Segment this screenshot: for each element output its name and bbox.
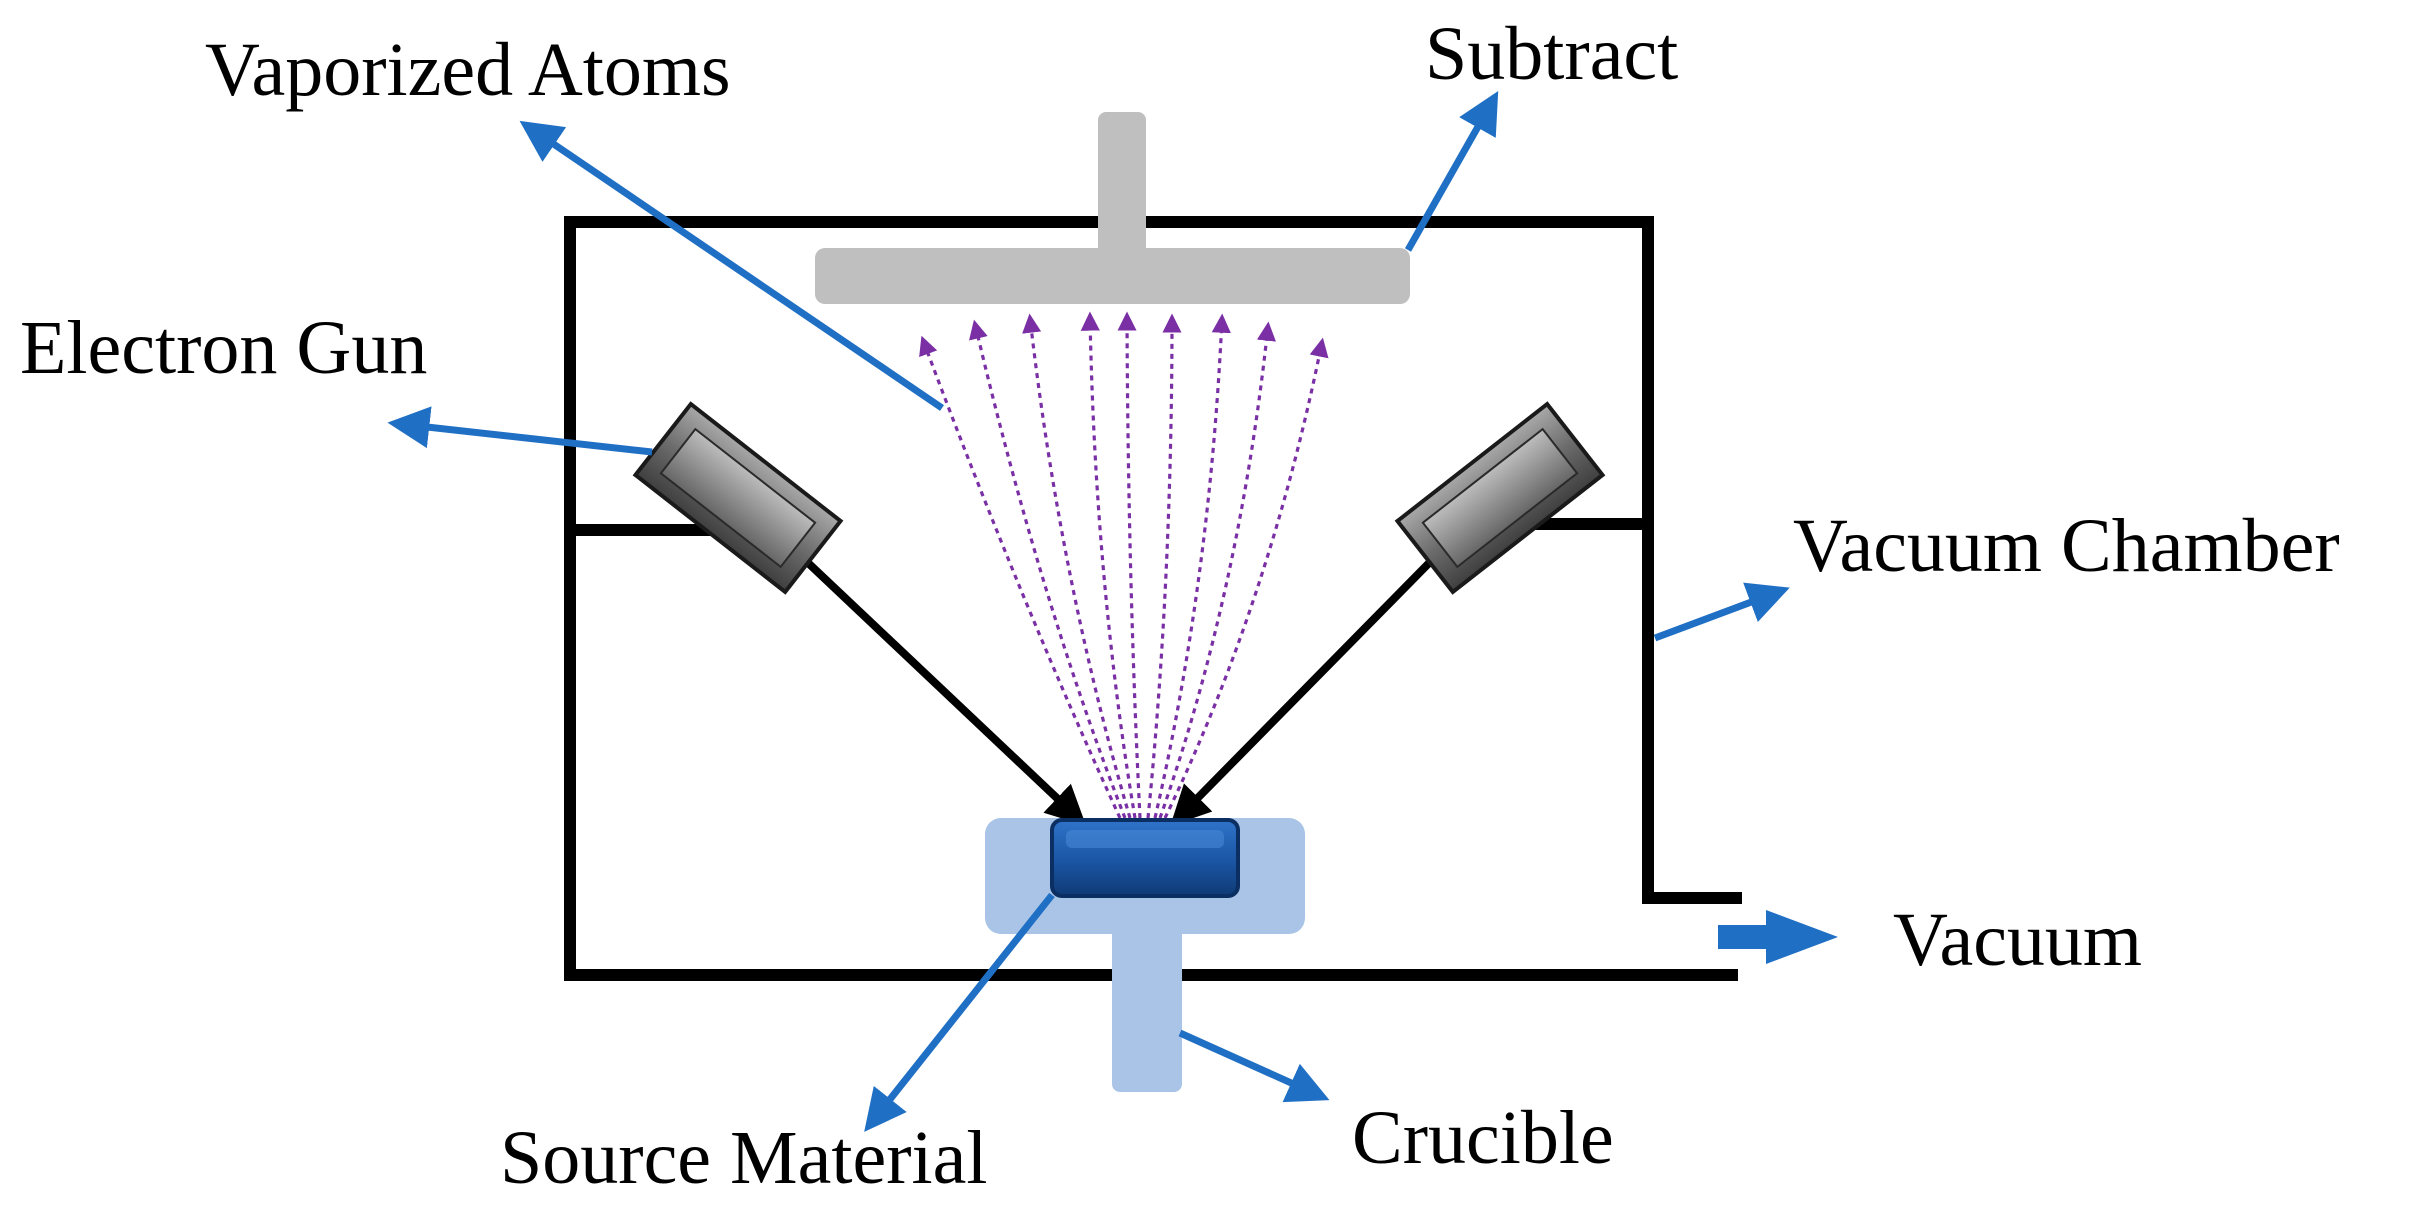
electron-beams [802,557,1435,826]
crucible-stem [1112,900,1182,1092]
electron-gun-label: Electron Gun [20,306,427,390]
vapor-path [1080,311,1137,819]
labels: Vaporized Atoms Subtract Electron Gun Va… [20,12,2340,1200]
vacuum-chamber-leader [1653,582,1790,642]
vaporized-atoms-leader [519,120,944,411]
vacuum-label: Vacuum [1893,898,2142,982]
source-material-label: Source Material [500,1116,987,1200]
vapor-path [1117,311,1142,819]
substrate-holder [815,112,1410,304]
left-electron-gun [632,401,844,595]
vapor-path [1158,321,1276,819]
vapor-path [1022,313,1132,819]
subtract-leader [1404,91,1499,252]
substrate-stem [1098,112,1146,272]
substrate-plate [815,248,1410,304]
vapor-path [919,335,1122,819]
vapor-path [1163,337,1329,819]
source-material-highlight [1066,830,1224,848]
right-arrow-icon [1718,910,1838,964]
right-electron-beam [1170,557,1435,826]
right-electron-gun [1394,401,1606,595]
chamber-right-wall [1642,216,1742,904]
vaporized-atoms-label: Vaporized Atoms [205,28,731,112]
leader-arrows [387,91,1790,1132]
crucible-leader [1178,1029,1330,1103]
subtract-label: Subtract [1425,12,1678,96]
source-material [1050,818,1240,898]
vapor-paths [919,311,1329,819]
vacuum-chamber-label: Vacuum Chamber [1793,504,2340,588]
source-material-leader [864,892,1055,1132]
vapor-path [1146,313,1182,819]
vapor-path [1153,313,1231,819]
electron-gun-leader [387,406,653,456]
left-electron-beam [802,557,1087,826]
crucible-label: Crucible [1352,1096,1614,1180]
